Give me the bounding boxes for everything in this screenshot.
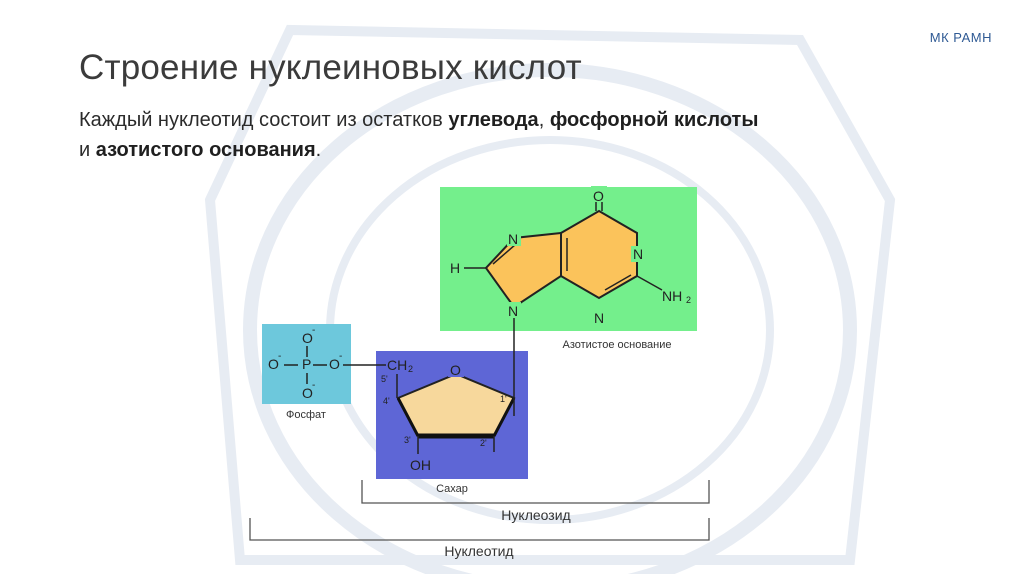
phosphate-o-left: O — [268, 356, 279, 372]
phosphate-box — [262, 324, 351, 404]
base-nh2: NH — [662, 288, 682, 304]
phosphate-caption: Фосфат — [286, 409, 326, 421]
base-nh2-sub: 2 — [686, 295, 691, 305]
intro-bold-carbohydrate: углевода — [448, 109, 539, 131]
phosphate-group: O - O - P O - O - — [268, 325, 342, 401]
ring-o-bg — [448, 361, 464, 377]
phosphate-charge-right: - — [339, 351, 342, 362]
intro-part-1: Каждый нуклеотид состоит из остатков — [79, 109, 449, 131]
phosphate-o-top: O — [302, 330, 313, 346]
purine-ring — [464, 196, 663, 309]
carbon-3: 3' — [404, 435, 411, 445]
nucleoside-bracket — [361, 480, 710, 504]
sugar-ring-right-edge — [492, 397, 516, 437]
sugar-ch2: CH 2 — [387, 357, 413, 374]
nucleoside-label: Нуклеозид — [501, 507, 570, 523]
nucleotide-bracket — [249, 518, 710, 541]
phosphate-p: P — [302, 356, 311, 372]
intro-part-3: и — [79, 139, 96, 161]
double-bond-c8-n7 — [492, 243, 517, 265]
sugar-ch2-sub: 2 — [408, 364, 413, 374]
intro-part-2: , — [538, 109, 550, 131]
base-o: O — [593, 188, 604, 204]
nucleotide-label: Нуклеотид — [444, 543, 513, 559]
intro-bold-nitrogen-base: азотистого основания — [95, 139, 316, 161]
base-n7: N — [508, 231, 518, 247]
page-title: Строение нуклеиновых кислот — [79, 48, 582, 87]
carbon-4: 4' — [383, 396, 390, 406]
phosphate-o-right: O — [329, 356, 340, 372]
carbon-2: 2' — [480, 438, 487, 448]
intro-part-4: . — [315, 139, 322, 161]
sugar-oh: OH — [410, 457, 431, 473]
sugar-ring-o: O — [450, 362, 461, 378]
phosphate-charge-bottom: - — [312, 380, 315, 391]
intro-bold-phosphoric-acid: фосфорной кислоты — [549, 109, 759, 131]
phosphate-o-bottom: O — [302, 385, 313, 401]
phosphate-charge-left: - — [278, 351, 281, 362]
phosphate-charge-top: - — [312, 325, 315, 336]
imidazole-ring — [484, 231, 562, 309]
purine-atoms: O N N N N H NH 2 — [450, 186, 691, 326]
sugar-caption: Сахар — [436, 483, 468, 495]
base-h: H — [450, 260, 460, 276]
sugar-ring-left-edge — [396, 397, 420, 437]
base-n3: N — [594, 310, 604, 326]
carbon-5: 5' — [381, 374, 388, 384]
base-n9: N — [508, 303, 518, 319]
base-caption: Азотистое основание — [562, 339, 671, 351]
base-n1: N — [633, 246, 643, 262]
c2-nh2-bond — [636, 275, 663, 291]
sugar-ch2-label: CH — [387, 357, 407, 373]
carbon-1: 1' — [500, 394, 507, 404]
double-bond-c2-n3 — [604, 274, 632, 291]
intro-text: Каждый нуклеотид состоит из остатков угл… — [79, 105, 899, 165]
brand-label: МК РАМН — [929, 30, 992, 45]
